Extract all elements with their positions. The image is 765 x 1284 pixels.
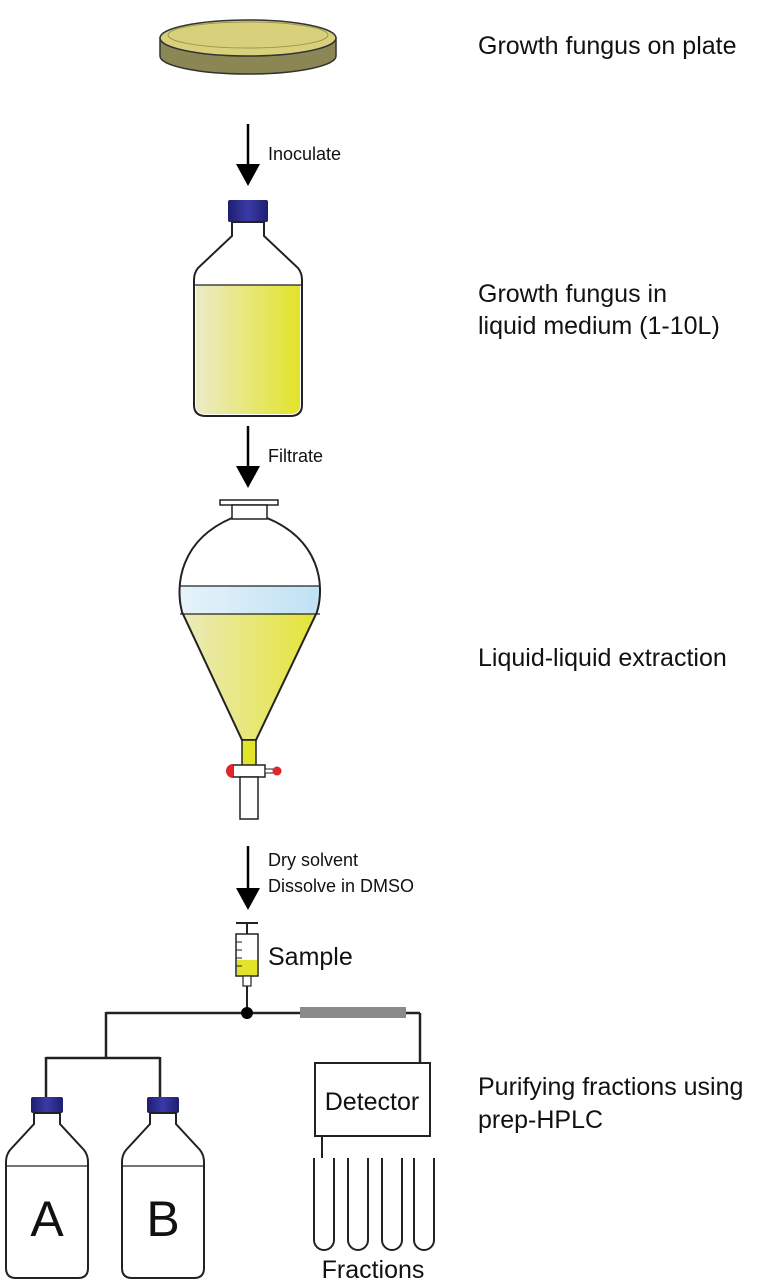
arrow-filtrate-label: Filtrate — [268, 446, 323, 466]
petri-dish-icon — [159, 19, 337, 75]
arrow-down-icon — [236, 124, 260, 186]
bottle-b-label: B — [146, 1191, 179, 1247]
arrow-dry-label-2: Dissolve in DMSO — [268, 876, 414, 896]
step-liquid-label-1: Growth fungus in — [478, 280, 667, 308]
step-plate-label: Growth fungus on plate — [478, 32, 737, 60]
step-extraction-label: Liquid-liquid extraction — [478, 644, 727, 672]
syringe-icon — [235, 922, 259, 1013]
fraction-tube-icon — [313, 1158, 335, 1251]
step-hplc-label-2: prep-HPLC — [478, 1106, 603, 1134]
culture-bottle-icon — [193, 200, 303, 417]
fractions-label: Fractions — [322, 1256, 425, 1284]
fraction-tube-icon — [381, 1158, 403, 1251]
detector-label: Detector — [325, 1088, 419, 1116]
arrow-dry-label-1: Dry solvent — [268, 850, 358, 870]
arrow-down-icon — [236, 846, 260, 910]
arrow-down-icon — [236, 426, 260, 488]
fraction-tube-icon — [413, 1158, 435, 1251]
detector-box — [314, 1062, 431, 1137]
fraction-tubes — [313, 1158, 435, 1251]
bottle-a-label: A — [30, 1191, 64, 1247]
solvent-bottle-a-icon — [5, 1097, 89, 1279]
step-hplc-label-1: Purifying fractions using — [478, 1073, 743, 1101]
junction-dot-icon — [241, 1007, 253, 1019]
hplc-tubing — [44, 1011, 422, 1097]
step-liquid-label-2: liquid medium (1-10L) — [478, 312, 720, 340]
sample-label: Sample — [268, 943, 353, 971]
hplc-column-icon — [300, 1007, 406, 1018]
separatory-funnel-icon — [178, 499, 322, 820]
arrow-inoculate-label: Inoculate — [268, 144, 341, 164]
fraction-tube-icon — [347, 1158, 369, 1251]
solvent-bottle-b-icon — [121, 1097, 205, 1279]
